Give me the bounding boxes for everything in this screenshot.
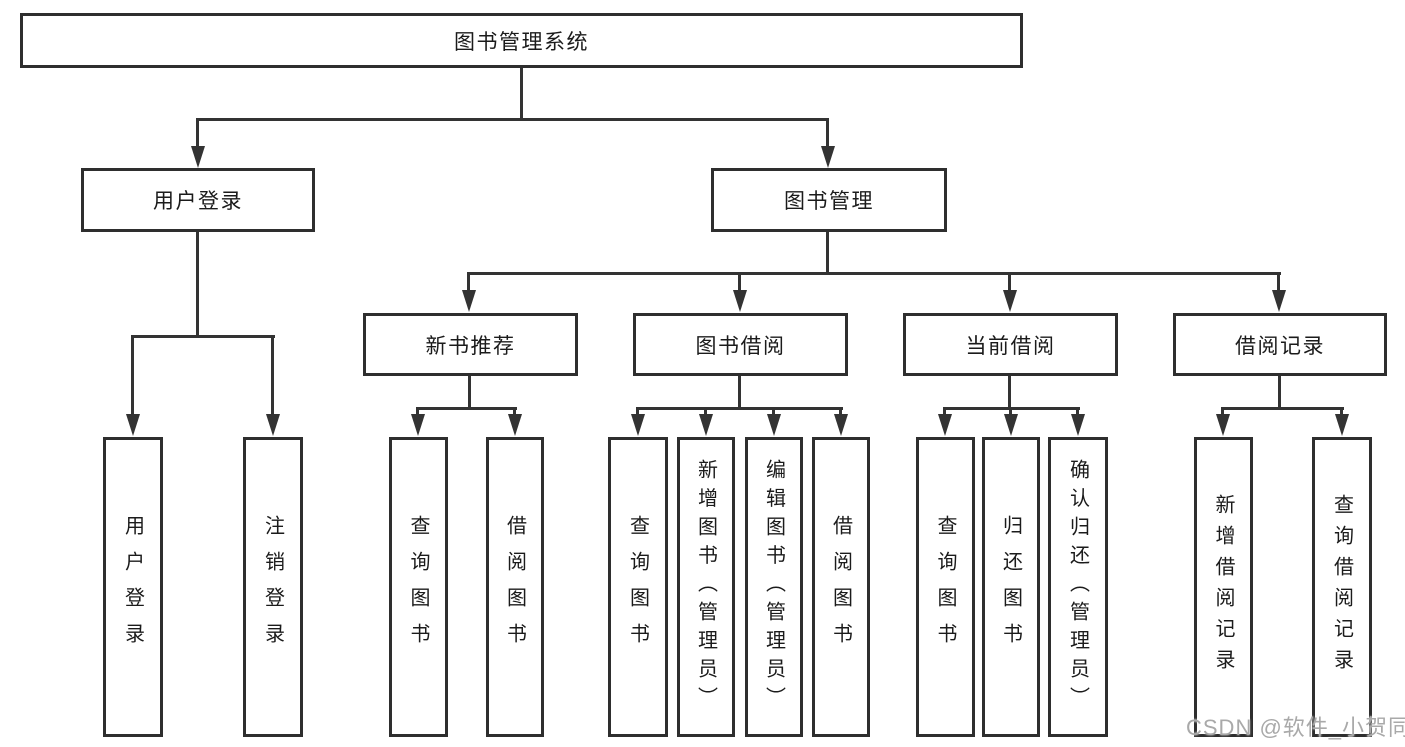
- connector-drop-bb-edit: [772, 407, 775, 414]
- connector-current-borrowing-trunk: [1008, 376, 1011, 407]
- arrowhead-cb-query: [938, 414, 952, 436]
- node-library-management-system: 图书管理系统: [20, 13, 1023, 68]
- connector-drop-br-add: [1221, 407, 1224, 414]
- connector-drop-logout-leaf: [271, 335, 274, 414]
- connector-drop-nb-query: [416, 407, 419, 414]
- arrowhead-current-borrowing: [1003, 290, 1017, 312]
- connector-drop-nb-borrow: [513, 407, 516, 414]
- arrowhead-bb-query: [631, 414, 645, 436]
- leaf-bb-borrow-books-label: 借阅图书: [829, 515, 852, 659]
- leaf-br-add-record: 新增借阅记录: [1194, 437, 1253, 737]
- connector-drop-bb-query: [636, 407, 639, 414]
- leaf-bb-edit-books-admin: 编辑图书（管理员）: [745, 437, 803, 737]
- leaf-bb-add-books-admin-label: 新增图书（管理员）: [694, 459, 717, 715]
- arrowhead-cb-return: [1004, 414, 1018, 436]
- connector-root-trunk: [520, 68, 523, 118]
- leaf-br-query-record-label: 查询借阅记录: [1330, 494, 1353, 680]
- arrowhead-bb-add: [699, 414, 713, 436]
- arrowhead-new-books: [462, 290, 476, 312]
- connector-drop-book-management: [826, 118, 829, 146]
- node-book-management: 图书管理: [711, 168, 947, 232]
- arrowhead-nb-borrow: [508, 414, 522, 436]
- leaf-cb-query-books-label: 查询图书: [934, 515, 956, 659]
- arrowhead-nb-query: [411, 414, 425, 436]
- arrowhead-borrow-records: [1272, 290, 1286, 312]
- node-book-management-label: 图书管理: [784, 190, 874, 213]
- arrowhead-cb-confirm: [1071, 414, 1085, 436]
- leaf-bb-query-books: 查询图书: [608, 437, 668, 737]
- connector-drop-br-query: [1340, 407, 1343, 414]
- connector-new-books-branch: [417, 407, 517, 410]
- connector-level2-branch: [197, 118, 829, 121]
- connector-drop-login-leaf: [131, 335, 134, 414]
- csdn-watermark: CSDN @软件_小贺同学: [1186, 715, 1405, 740]
- leaf-bb-borrow-books: 借阅图书: [812, 437, 870, 737]
- leaf-br-add-record-label: 新增借阅记录: [1212, 494, 1234, 680]
- node-current-borrowing: 当前借阅: [903, 313, 1118, 376]
- leaf-cb-confirm-return-admin: 确认归还（管理员）: [1048, 437, 1108, 737]
- node-book-borrowing-label: 图书借阅: [695, 334, 786, 358]
- arrowhead-user-login: [191, 146, 205, 168]
- leaf-nb-borrow-books-label: 借阅图书: [503, 515, 526, 659]
- node-new-book-recommend-label: 新书推荐: [425, 334, 516, 358]
- leaf-user-login-label: 用户登录: [121, 515, 144, 659]
- node-borrowing-records: 借阅记录: [1173, 313, 1387, 376]
- node-new-book-recommend: 新书推荐: [363, 313, 578, 376]
- arrowhead-logout-leaf: [266, 414, 280, 436]
- leaf-logout-label: 注销登录: [261, 515, 284, 659]
- arrowhead-br-add: [1216, 414, 1230, 436]
- connector-drop-cb-confirm: [1076, 407, 1079, 414]
- connector-drop-cb-query: [943, 407, 946, 414]
- connector-drop-borrow-records: [1277, 272, 1280, 290]
- leaf-user-login: 用户登录: [103, 437, 163, 737]
- connector-drop-book-borrowing: [738, 272, 741, 290]
- connector-drop-user-login: [196, 118, 199, 146]
- connector-borrow-records-branch: [1222, 407, 1344, 410]
- arrowhead-login-leaf: [126, 414, 140, 436]
- connector-user-login-trunk: [196, 232, 199, 335]
- node-user-login: 用户登录: [81, 168, 315, 232]
- connector-level3-branch: [467, 272, 1281, 275]
- connector-current-borrowing-branch: [944, 407, 1080, 410]
- connector-drop-bb-borrow: [839, 407, 842, 414]
- node-borrowing-records-label: 借阅记录: [1235, 334, 1325, 358]
- connector-user-login-branch: [131, 335, 275, 338]
- connector-drop-bb-add: [704, 407, 707, 414]
- arrowhead-bb-edit: [767, 414, 781, 436]
- connector-book-borrowing-branch: [636, 407, 843, 410]
- node-current-borrowing-label: 当前借阅: [965, 334, 1056, 358]
- node-user-login-label: 用户登录: [153, 190, 243, 213]
- leaf-bb-edit-books-admin-label: 编辑图书（管理员）: [762, 459, 785, 715]
- connector-drop-new-books: [467, 272, 470, 290]
- leaf-nb-query-books-label: 查询图书: [407, 515, 429, 659]
- arrowhead-bb-borrow: [834, 414, 848, 436]
- leaf-bb-query-books-label: 查询图书: [626, 515, 649, 659]
- connector-drop-cb-return: [1009, 407, 1012, 414]
- leaf-nb-query-books: 查询图书: [389, 437, 448, 737]
- leaf-cb-return-books-label: 归还图书: [999, 515, 1022, 659]
- arrowhead-book-borrowing: [733, 290, 747, 312]
- leaf-bb-add-books-admin: 新增图书（管理员）: [677, 437, 735, 737]
- leaf-cb-confirm-return-admin-label: 确认归还（管理员）: [1066, 459, 1089, 715]
- connector-book-management-trunk: [826, 232, 829, 272]
- leaf-logout: 注销登录: [243, 437, 303, 737]
- leaf-nb-borrow-books: 借阅图书: [486, 437, 544, 737]
- connector-book-borrowing-trunk: [738, 376, 741, 407]
- connector-drop-current-borrowing: [1008, 272, 1011, 290]
- arrowhead-br-query: [1335, 414, 1349, 436]
- leaf-br-query-record: 查询借阅记录: [1312, 437, 1372, 737]
- leaf-cb-return-books: 归还图书: [982, 437, 1040, 737]
- arrowhead-book-management: [821, 146, 835, 168]
- leaf-cb-query-books: 查询图书: [916, 437, 975, 737]
- connector-new-books-trunk: [468, 376, 471, 407]
- node-library-management-system-label: 图书管理系统: [454, 30, 589, 54]
- node-book-borrowing: 图书借阅: [633, 313, 848, 376]
- connector-borrow-records-trunk: [1278, 376, 1281, 407]
